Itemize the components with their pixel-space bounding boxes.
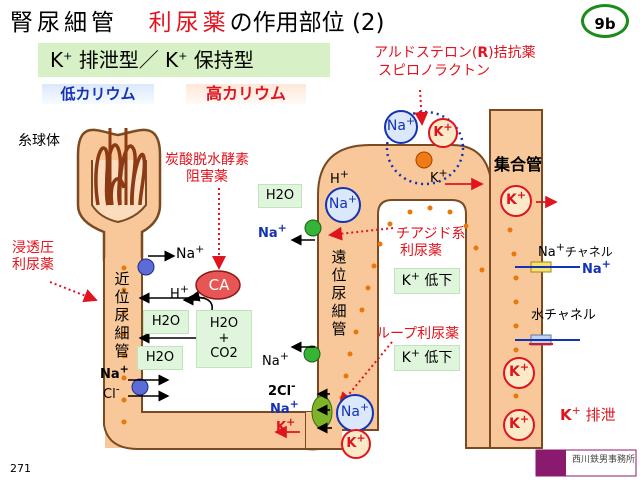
glomerulus-label: 糸球体 [18,133,60,149]
distal-na-circle [325,187,361,223]
osmotic-diuretic-label: 浸透圧利尿薬 [12,240,54,273]
na-label-distal-upper: Na+ [258,221,287,241]
hyperkalemia-tag: 高カリウム [186,84,306,104]
publisher-name: 西川鉄男事務所 [572,455,636,465]
na-in-circle-aldo: Na+ [386,114,416,134]
h2o-co2-box: H2O+CO2 [196,310,252,368]
na-label-distal-lower: Na+ [262,349,289,369]
k-low-box-thiazide: K+ 低下 [394,268,460,294]
cai-drug-label: 炭酸脱水酵素阻害薬 [165,152,249,185]
na-channel-label: Na+チャネル [538,240,613,260]
collecting-k-circle-2 [503,357,535,389]
aldosterone-antagonist-label: アルドステロン(R)拮抗薬 スピロノラクトン [374,45,536,79]
hypokalemia-tag: 低カリウム [42,84,154,104]
thiazide-label: チアジド系利尿薬 [396,226,466,259]
collecting-k-circle-1 [500,185,532,217]
collecting-duct-label: 集合管 [494,155,543,174]
k-in-circle-loop: K+ [346,431,366,451]
title-drug-word: 利尿薬 [148,10,230,36]
page-number: 271 [10,462,31,475]
na-channel-na: Na+ [582,257,611,277]
na-label-proximal-bottom: Na+ [100,362,129,382]
2cl-label: 2Cl- [268,379,296,399]
proximal-label: 近位尿細管 [114,270,130,360]
distal-label: 遠位尿細管 [331,248,347,338]
ca-label: CA [208,276,230,294]
loop-diuretic-label: ループ利尿薬 [376,326,460,342]
h2o-box-distal: H2O [258,184,302,208]
glomerulus-capillaries [94,143,147,206]
loop-k-circle [341,429,371,459]
h-label-distal: H+ [330,167,349,187]
k-label-loop: K+ [276,415,296,435]
aldo-na-circle [384,110,418,144]
nkcc2-transporter [311,395,333,429]
na-k-pump [415,151,433,169]
proximal-transporter-lower [131,378,149,396]
k-excretion-label: K+ 排泄 [560,404,616,424]
distal-transporter-lower [303,345,321,363]
k-in-circle-collecting-1: K+ [505,188,527,208]
k-in-circle-collecting-2: K+ [508,360,530,380]
k-label-secreted: K+ [430,166,448,186]
h2o-box-1: H2O [143,310,189,334]
proximal-transporter-upper [137,258,155,276]
h2o-box-2: H2O [137,346,183,370]
page-title: 腎尿細管 利尿薬の作用部位 (2) [10,10,385,36]
aldo-k-circle [428,118,458,148]
k-in-circle-aldo: K+ [433,120,453,140]
cl-label-proximal: Cl- [103,382,120,402]
h-label: H+ [170,282,189,302]
collecting-k-circle-3 [503,409,535,441]
na-in-circle-distal: Na+ [328,192,358,212]
water-channel-label: 水チャネル [531,308,596,323]
k-low-box-loop: K+ 低下 [394,345,460,371]
publisher-logo [535,449,637,477]
k-in-circle-collecting-3: K+ [508,412,530,432]
na-label-loop: Na+ [270,397,299,417]
slide-number-badge: 9b [581,4,629,38]
subtitle-box: K+ 排泄型／ K+ 保持型 [38,43,330,77]
na-in-circle-loop: Na+ [340,400,370,420]
na-label-proximal: Na+ [176,242,205,262]
carbonic-anhydrase [195,270,241,300]
distal-transporter-upper [304,219,322,237]
